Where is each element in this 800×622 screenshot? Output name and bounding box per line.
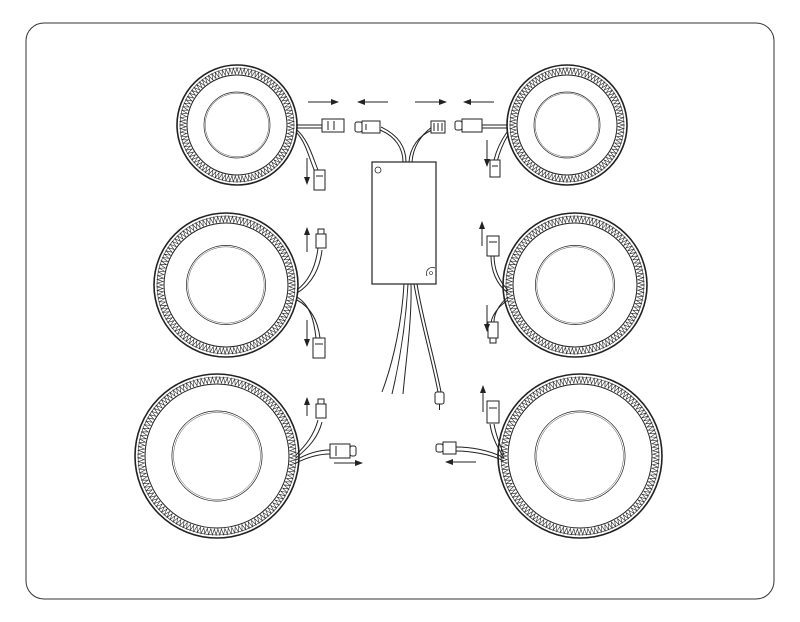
connector-middle-left-b <box>312 337 326 359</box>
connector-bottom-left-b <box>329 443 357 459</box>
connector-center-left <box>354 120 381 134</box>
cable-bottom-left <box>295 419 331 464</box>
connector-middle-right-b <box>487 321 499 344</box>
driver-box-icon <box>371 161 437 285</box>
connector-top-left-a <box>321 118 345 133</box>
cable-top-left <box>296 124 322 173</box>
connector-top-right-b <box>489 159 501 178</box>
arrow-icon <box>304 99 494 466</box>
recessed-light-icon <box>497 373 663 539</box>
connector-bottom-right-a <box>486 400 500 424</box>
driver-output-wires <box>379 126 433 163</box>
recessed-light-icon <box>176 64 298 186</box>
recessed-light-icon <box>153 212 299 358</box>
driver-input-cables <box>381 283 442 395</box>
diagram-frame <box>25 22 775 600</box>
connector-middle-left-a <box>315 228 327 249</box>
cable-bottom-right <box>455 423 505 462</box>
lights-group <box>134 64 663 539</box>
cable-middle-left <box>296 247 323 339</box>
connector-bottom-left-a <box>315 398 327 419</box>
connector-top-left-b <box>313 169 326 191</box>
recessed-light-icon <box>502 212 648 358</box>
recessed-light-icon <box>506 64 628 186</box>
cable-middle-right <box>490 254 509 325</box>
input-plug <box>434 391 445 410</box>
connector-bottom-right-b <box>435 441 457 455</box>
connector-center-right <box>430 120 446 134</box>
cable-top-right <box>482 124 509 163</box>
connector-top-right-a <box>454 118 483 133</box>
recessed-light-icon <box>134 373 300 539</box>
connector-middle-right-a <box>486 235 500 257</box>
